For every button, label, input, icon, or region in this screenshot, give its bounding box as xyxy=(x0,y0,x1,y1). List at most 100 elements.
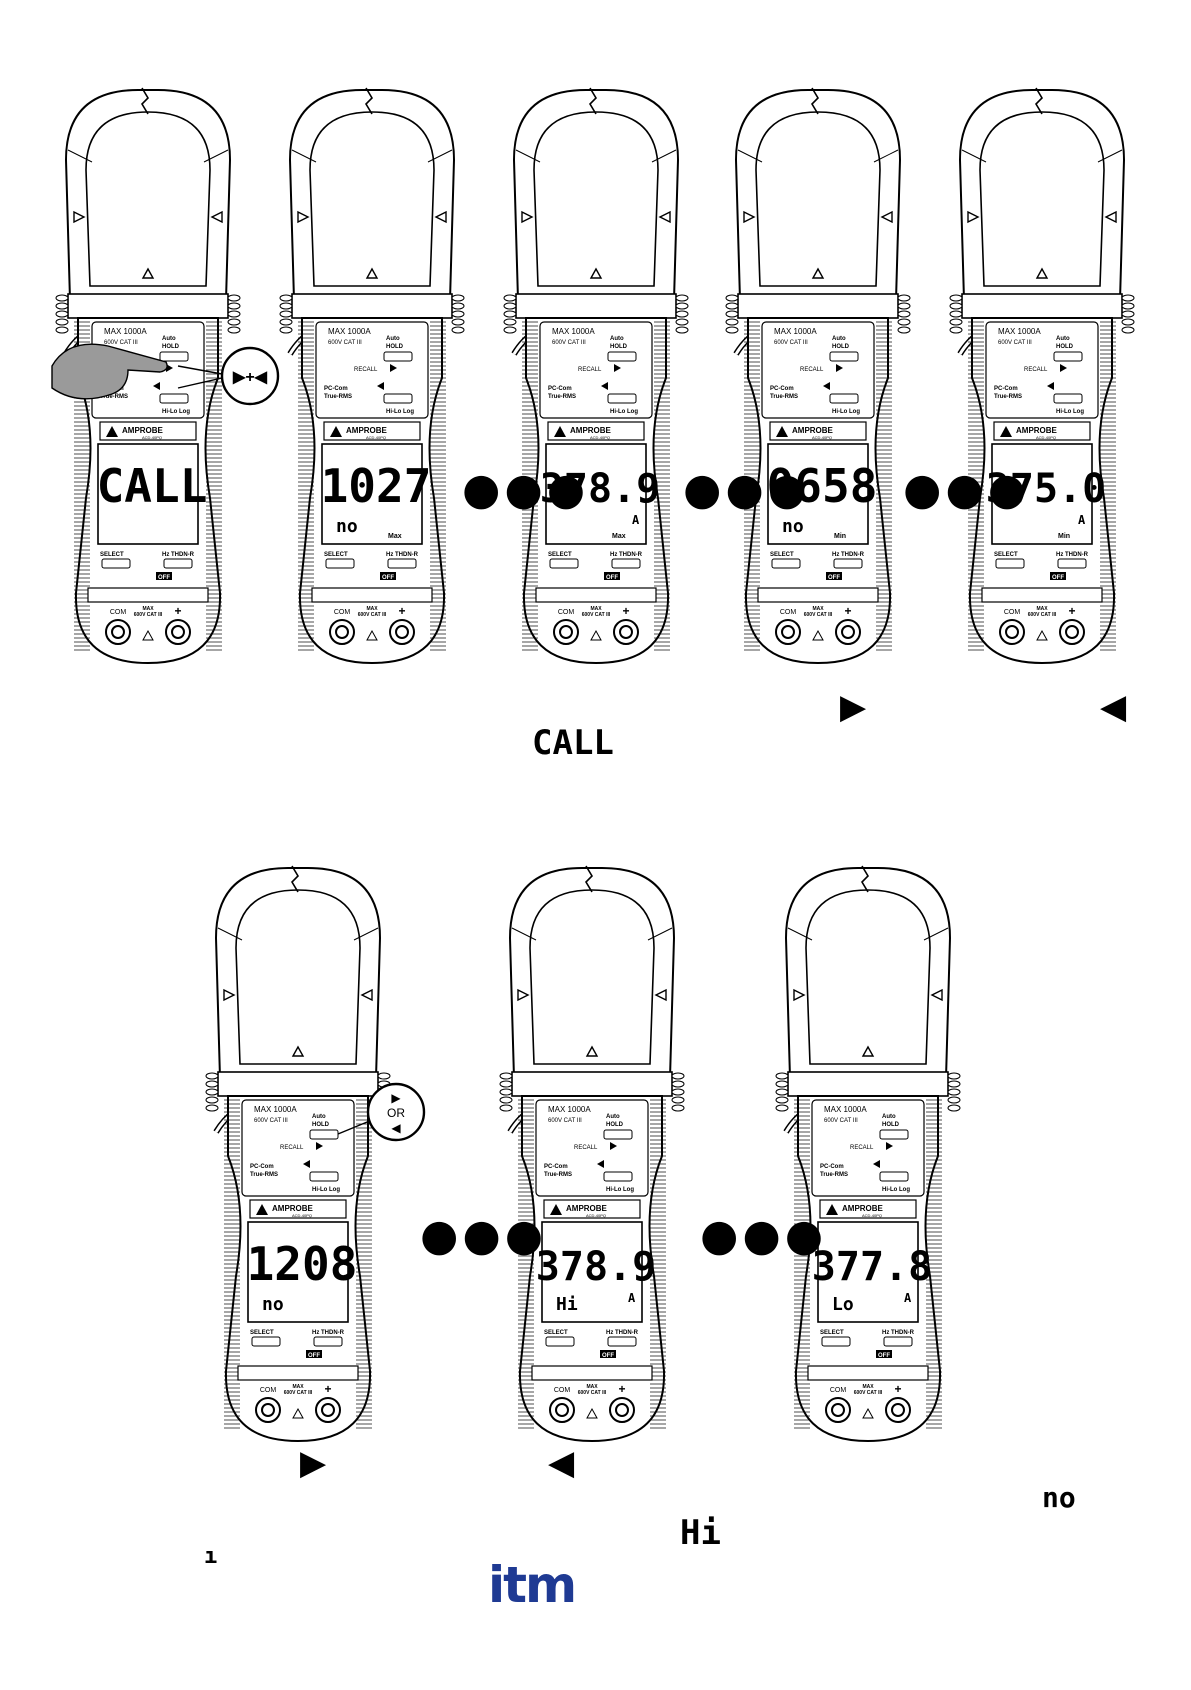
jaw-arrow-icon xyxy=(1104,210,1117,224)
rotary-switch[interactable] xyxy=(380,572,396,580)
select-label: SELECT xyxy=(100,552,124,558)
back-button-icon[interactable] xyxy=(823,382,830,390)
rotary-switch[interactable] xyxy=(600,1350,616,1358)
grip-ridge xyxy=(279,318,293,326)
grip-ridge xyxy=(451,310,465,318)
select-button[interactable] xyxy=(771,558,801,569)
com-label: COM xyxy=(830,1387,847,1394)
back-button-icon[interactable] xyxy=(153,382,160,390)
recall-label: RECALL xyxy=(800,367,824,373)
lcd-unit: A xyxy=(632,513,640,527)
hz-button[interactable] xyxy=(883,1336,913,1347)
hilo-label: Hi-Lo Log xyxy=(610,409,638,415)
hold-button[interactable] xyxy=(603,1129,633,1140)
grip-ridge xyxy=(227,326,241,334)
hilo-button[interactable] xyxy=(309,1171,339,1182)
press-combo-label: ▶+◀ xyxy=(232,369,268,386)
rotary-switch[interactable] xyxy=(876,1350,892,1358)
hz-label: Hz THDN-R xyxy=(162,552,195,558)
hold-button[interactable] xyxy=(1053,351,1083,362)
itm-logo: itm xyxy=(488,1556,577,1614)
hz-label: Hz THDN-R xyxy=(606,1330,639,1336)
forward-button-icon[interactable] xyxy=(886,1142,893,1150)
back-button-icon[interactable] xyxy=(303,1160,310,1168)
jaw-line xyxy=(651,149,677,163)
select-button[interactable] xyxy=(995,558,1025,569)
jaw-arrow-icon xyxy=(658,210,671,224)
lcd-screen xyxy=(817,1221,919,1323)
back-button-icon[interactable] xyxy=(1047,382,1054,390)
hilo-button[interactable] xyxy=(603,1171,633,1182)
auto-label: Auto xyxy=(882,1114,896,1120)
select-button[interactable] xyxy=(549,558,579,569)
hz-button[interactable] xyxy=(1057,558,1087,569)
warning-icon xyxy=(366,629,378,641)
off-label: OFF xyxy=(878,1353,890,1359)
com-label: COM xyxy=(260,1387,277,1394)
grip-ridge xyxy=(1121,310,1135,318)
jaw-line xyxy=(217,927,243,941)
hold-button[interactable] xyxy=(829,351,859,362)
back-button-icon[interactable] xyxy=(377,382,384,390)
lcd-sub-reading: Hi xyxy=(556,1294,578,1315)
hold-button[interactable] xyxy=(383,351,413,362)
hz-button[interactable] xyxy=(313,1336,343,1347)
forward-button-icon[interactable] xyxy=(316,1142,323,1150)
hold-button[interactable] xyxy=(607,351,637,362)
hilo-button[interactable] xyxy=(879,1171,909,1182)
brand-plate xyxy=(323,421,421,441)
auto-label: Auto xyxy=(606,1114,620,1120)
jack-cover xyxy=(531,1365,653,1381)
rotary-switch[interactable] xyxy=(604,572,620,580)
back-button-icon[interactable] xyxy=(597,1160,604,1168)
hold-button[interactable] xyxy=(879,1129,909,1140)
lcd-screen xyxy=(991,443,1093,545)
jaw-line xyxy=(1097,149,1123,163)
rotary-switch[interactable] xyxy=(156,572,172,580)
rotary-switch[interactable] xyxy=(306,1350,322,1358)
rotary-switch[interactable] xyxy=(1050,572,1066,580)
hold-label: HOLD xyxy=(386,344,404,350)
back-button-icon[interactable] xyxy=(601,382,608,390)
hz-button[interactable] xyxy=(607,1336,637,1347)
hz-button[interactable] xyxy=(833,558,863,569)
hilo-label: Hi-Lo Log xyxy=(1056,409,1084,415)
select-label: SELECT xyxy=(820,1330,844,1336)
forward-button-icon[interactable] xyxy=(614,364,621,372)
select-button[interactable] xyxy=(821,1336,851,1347)
cat-rating-label: 600V CAT III xyxy=(104,340,138,346)
ellipsis-top-2: ●●● xyxy=(683,464,811,515)
jack-cover xyxy=(757,587,879,603)
hold-button[interactable] xyxy=(159,351,189,362)
off-label: OFF xyxy=(1052,575,1064,581)
hilo-button[interactable] xyxy=(1053,393,1083,404)
forward-button-icon[interactable] xyxy=(390,364,397,372)
max-rating-label: MAX 1000A xyxy=(328,327,371,336)
hilo-button[interactable] xyxy=(159,393,189,404)
forward-button-icon[interactable] xyxy=(610,1142,617,1150)
forward-button-icon[interactable] xyxy=(1060,364,1067,372)
back-button-icon[interactable] xyxy=(873,1160,880,1168)
call-glyph: CALL xyxy=(532,723,614,763)
select-button[interactable] xyxy=(545,1336,575,1347)
hz-button[interactable] xyxy=(611,558,641,569)
hilo-button[interactable] xyxy=(383,393,413,404)
pc-com-label: PC-Com xyxy=(250,1164,274,1170)
forward-button-icon[interactable] xyxy=(836,364,843,372)
brand-name: AMPROBE xyxy=(566,1204,608,1213)
hold-button[interactable] xyxy=(309,1129,339,1140)
recall-label: RECALL xyxy=(850,1145,874,1151)
select-button[interactable] xyxy=(325,558,355,569)
hilo-button[interactable] xyxy=(607,393,637,404)
select-button[interactable] xyxy=(101,558,131,569)
select-button[interactable] xyxy=(251,1336,281,1347)
grip-ridge xyxy=(503,294,517,302)
brand-plate xyxy=(99,421,197,441)
rotary-switch[interactable] xyxy=(826,572,842,580)
hz-button[interactable] xyxy=(387,558,417,569)
hilo-button[interactable] xyxy=(829,393,859,404)
lcd-unit: A xyxy=(904,1291,912,1305)
hz-button[interactable] xyxy=(163,558,193,569)
